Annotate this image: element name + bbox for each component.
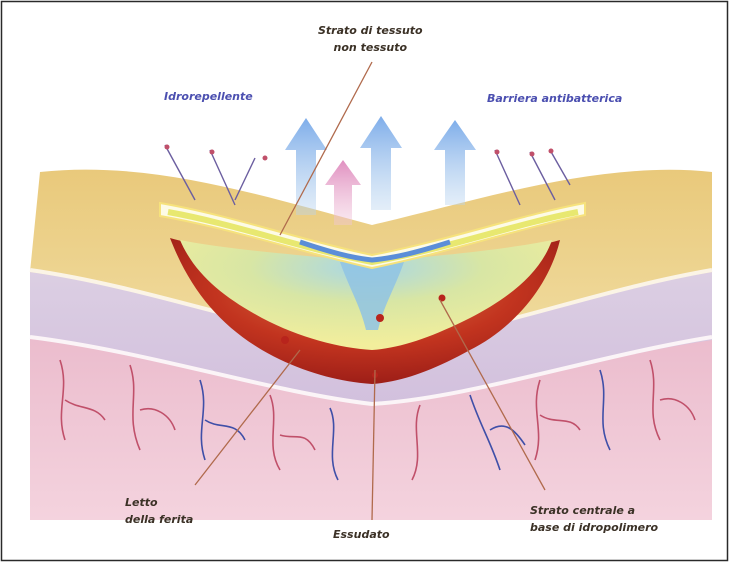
blue-arrow: [360, 116, 402, 210]
label-central-line2: base di idropolimero: [530, 519, 658, 536]
blue-arrow: [434, 120, 476, 205]
label-wound-bed: Letto della ferita: [125, 494, 193, 528]
blue-arrow: [285, 118, 327, 215]
label-non-woven-line1: Strato di tessuto: [318, 22, 423, 39]
label-wound-bed-line2: della ferita: [125, 511, 193, 528]
label-non-woven-layer: Strato di tessuto non tessuto: [318, 22, 423, 56]
label-water-repellent: Idrorepellente: [164, 88, 253, 105]
label-exudate: Essudato: [333, 526, 390, 543]
label-central-line1: Strato centrale a: [530, 502, 658, 519]
label-central-layer: Strato centrale a base di idropolimero: [530, 502, 658, 536]
label-non-woven-line2: non tessuto: [318, 39, 423, 56]
fibre-dots: [165, 145, 554, 161]
label-antibacterial-barrier: Barriera antibatterica: [487, 90, 622, 107]
label-wound-bed-line1: Letto: [125, 494, 193, 511]
